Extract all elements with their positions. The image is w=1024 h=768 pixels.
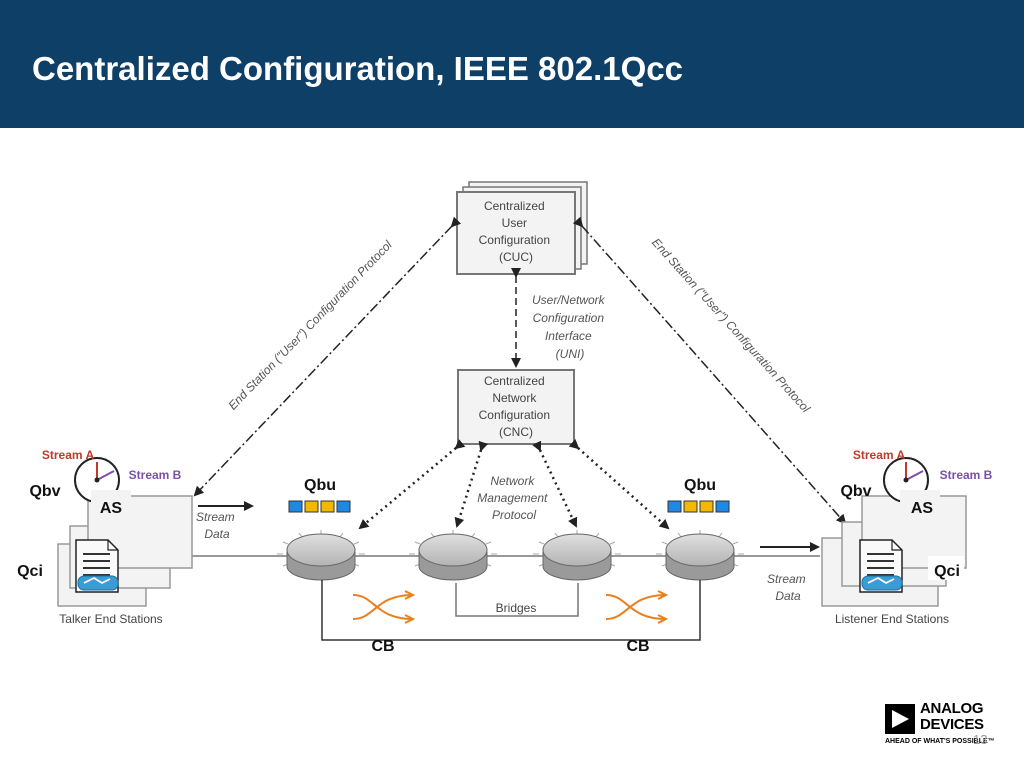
bridge-disc-icon (277, 530, 365, 581)
bridges-bracket (455, 583, 579, 617)
qci-label-left: Qci (17, 563, 43, 580)
cnc-box: Centralized Network Configuration (CNC) (457, 369, 575, 445)
qci-label-bg-right (928, 556, 964, 580)
qci-label-right: Qci (934, 563, 960, 580)
bridges-group (277, 530, 744, 581)
logo-line2: DEVICES (920, 716, 984, 733)
qbu-label-right: Qbu (684, 477, 716, 494)
es-protocol-arrow-right (572, 216, 847, 525)
policy-document-icon (859, 539, 903, 593)
nmp-label: Network Management Protocol (477, 474, 550, 522)
es-protocol-arrow-left (193, 216, 462, 497)
cuc-box: Centralized User Configuration (CUC) (456, 181, 588, 275)
clock-icon (883, 457, 940, 510)
es-protocol-label-right: End Station ("User") Configuration Proto… (649, 235, 813, 415)
cnc-label: Centralized Network Configuration (CNC) (479, 374, 554, 439)
bridges-label: Bridges (496, 601, 537, 615)
as-label-left: AS (100, 500, 123, 517)
cb-cross-icon (352, 590, 416, 624)
stream-b-label-left: Stream B (129, 468, 182, 482)
page-number: 13 (973, 732, 988, 747)
stream-a-label-right: Stream A (853, 448, 906, 462)
queue-icons (288, 500, 730, 513)
clock-icon (74, 457, 131, 510)
stream-data-label-left: Stream Data (196, 510, 238, 541)
slide-title: Centralized Configuration, IEEE 802.1Qcc (32, 50, 683, 87)
frame-queue-icon (288, 500, 351, 513)
cb-label-left: CB (371, 638, 394, 655)
cb-cross-icon (605, 590, 669, 624)
qbu-label-left: Qbu (304, 477, 336, 494)
es-protocol-label-left: End Station ("User") Configuration Proto… (225, 238, 395, 413)
title-bar: Centralized Configuration, IEEE 802.1Qcc (0, 0, 1024, 128)
cb-label-right: CB (626, 638, 649, 655)
logo-triangle-icon (885, 704, 915, 734)
frame-queue-icon (667, 500, 730, 513)
stream-b-label-right: Stream B (940, 468, 993, 482)
uni-label: User/Network Configuration Interface (UN… (532, 293, 608, 361)
talker-label: Talker End Stations (59, 612, 162, 626)
stream-a-label-left: Stream A (42, 448, 95, 462)
bridge-disc-icon (409, 530, 497, 581)
tsn-architecture-diagram: Centralized User Configuration (CUC) Cen… (17, 181, 993, 655)
policy-document-icon (75, 539, 119, 593)
logo-line1: ANALOG (920, 700, 984, 717)
bridge-disc-icon (533, 530, 621, 581)
logo-tagline: AHEAD OF WHAT'S POSSIBLE™ (885, 738, 995, 745)
stream-data-label-right: Stream Data (767, 572, 809, 603)
nmp-arrows (358, 438, 670, 530)
qbv-label-right: Qbv (840, 483, 871, 500)
as-label-right: AS (911, 500, 934, 517)
cb-bracket (321, 580, 701, 641)
bridge-disc-icon (656, 530, 744, 581)
analog-devices-logo: ANALOG DEVICES AHEAD OF WHAT'S POSSIBLE™ (885, 700, 1010, 752)
cuc-label: Centralized User Configuration (CUC) (479, 199, 554, 264)
listener-label: Listener End Stations (835, 612, 949, 626)
qbv-label-left: Qbv (29, 483, 60, 500)
